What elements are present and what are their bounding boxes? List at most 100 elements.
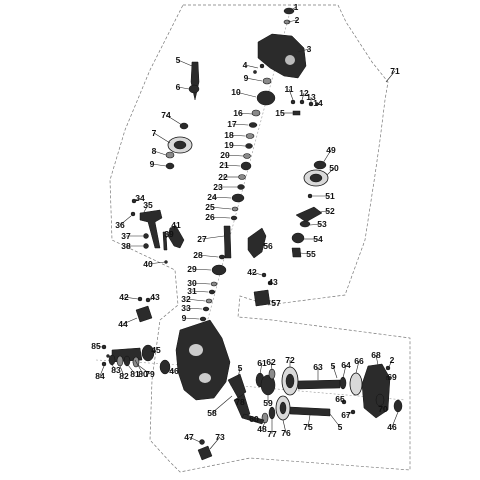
callout-39: 39: [164, 229, 174, 239]
leader-line-18: [228, 134, 246, 137]
leader-line-75: [307, 414, 311, 428]
callout-37: 37: [121, 231, 131, 241]
callout-57: 57: [271, 298, 281, 308]
callout-23: 23: [213, 182, 223, 192]
callout-32: 32: [181, 294, 191, 304]
callout-13: 13: [306, 92, 316, 102]
leader-line-67: [345, 411, 354, 416]
part-28-ring: [218, 254, 226, 260]
leader-line-74: [165, 114, 183, 126]
callout-33: 33: [181, 303, 191, 313]
leader-line-61: [259, 362, 263, 375]
callout-5: 5: [238, 363, 243, 373]
callout-22: 22: [218, 172, 228, 182]
leader-line-6: [177, 86, 190, 90]
leader-line-55: [299, 252, 312, 255]
leader-line-57: [267, 299, 277, 304]
callout-28: 28: [193, 250, 203, 260]
callout-5: 5: [176, 55, 181, 65]
leader-line-76: [282, 419, 287, 434]
leader-line-41: [173, 224, 177, 231]
callout-21: 21: [219, 160, 229, 170]
callout-29: 29: [187, 264, 197, 274]
leader-line-31: [191, 290, 209, 293]
part-36-pin: [130, 211, 136, 217]
part-83-ring: [108, 354, 116, 366]
callout-5: 5: [338, 422, 343, 432]
part-58-lever: [227, 373, 247, 399]
leader-line-26: [209, 216, 231, 219]
part-50-gear-core: [309, 173, 323, 183]
part-39-rod: [162, 231, 168, 251]
callout-34: 34: [135, 193, 145, 203]
part-45-seal: [141, 344, 155, 362]
leader-line-50: [326, 167, 335, 176]
callout-26: 26: [205, 212, 215, 222]
callout-5: 5: [331, 361, 336, 371]
part-81-ring: [123, 355, 131, 367]
leader-line-16: [237, 112, 253, 115]
leader-line-3: [297, 48, 310, 53]
leader-line-11: [288, 88, 294, 101]
callout-42: 42: [247, 267, 257, 277]
leader-line-10: [235, 91, 257, 98]
callout-71: 71: [390, 66, 400, 76]
callout-11: 11: [285, 84, 294, 94]
leader-line-81: [127, 364, 136, 375]
part-5-shaft: [190, 61, 200, 101]
part-46b-bearing: [393, 399, 403, 413]
leader-line-82: [119, 365, 125, 377]
leader-line-29: [191, 268, 212, 271]
part-2-ring: [283, 19, 291, 25]
part-38-pin: [143, 243, 149, 249]
part-21-gear: [240, 161, 252, 171]
part-31-ring: [208, 289, 216, 295]
callout-15: 15: [275, 108, 285, 118]
part-27-shaft: [223, 225, 232, 259]
part-70-bearing: [375, 393, 385, 407]
part-11-pin: [290, 99, 296, 105]
leader-line-28: [197, 254, 219, 258]
callout-54: 54: [313, 234, 323, 244]
callout-4: 4: [243, 60, 248, 70]
callout-2: 2: [295, 15, 300, 25]
leader-line-71: [385, 70, 396, 83]
leader-line-46: [391, 411, 399, 428]
part-6-bearing: [188, 84, 200, 94]
callout-78: 78: [235, 397, 245, 407]
part-33-ring: [202, 306, 210, 312]
main-housing: [175, 319, 231, 401]
part-37-pin: [143, 233, 149, 239]
callout-47: 47: [184, 432, 194, 442]
part-29-gear: [211, 264, 227, 276]
callout-12: 12: [299, 88, 309, 98]
leader-line-45: [152, 349, 157, 354]
callout-76: 76: [281, 428, 291, 438]
part-7-gear-core: [173, 140, 187, 150]
part-16-ring: [251, 109, 261, 117]
leader-line-43: [149, 296, 156, 301]
leader-line-32: [185, 298, 206, 302]
callout-35: 35: [143, 200, 153, 210]
leader-line-19: [228, 144, 246, 147]
part-42b-bolt: [261, 272, 267, 278]
part-68-cover: [361, 363, 391, 419]
callout-84: 84: [95, 371, 105, 381]
part-57-bracket: [253, 289, 271, 307]
leader-line-2: [388, 359, 393, 368]
leader-line-36: [119, 215, 132, 226]
callout-6: 6: [176, 82, 181, 92]
callout-19: 19: [224, 140, 234, 150]
part-75-shaft: [289, 406, 331, 417]
part-86-pin: [106, 354, 110, 358]
callout-9: 9: [182, 313, 187, 323]
part-1-washer: [283, 7, 295, 15]
callout-75: 75: [303, 422, 313, 432]
part-10-bearing: [256, 90, 276, 106]
part-9-nut: [165, 162, 175, 170]
callout-83: 83: [111, 365, 121, 375]
leader-line-42: [251, 271, 263, 276]
part-63-shaft: [297, 379, 341, 390]
